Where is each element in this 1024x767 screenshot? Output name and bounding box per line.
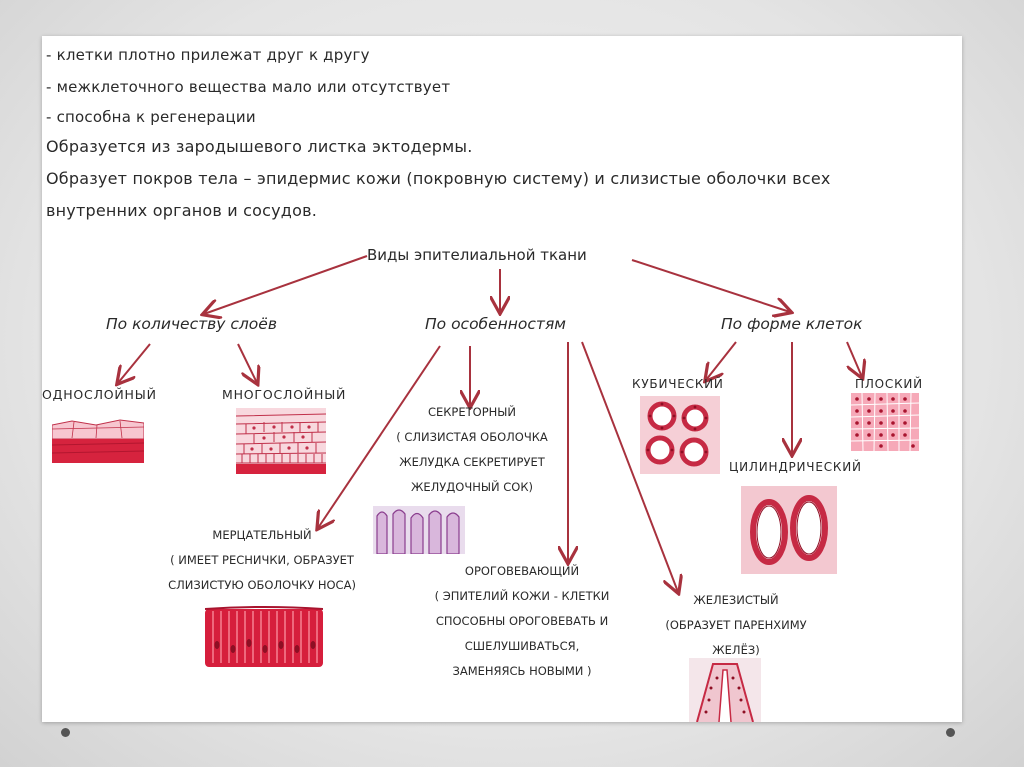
single-layer-tissue-image [52,419,144,463]
intro-line: - клетки плотно прилежат друг к другу [46,46,370,64]
glandular-tissue-image [689,658,761,722]
intro-line: - межклеточного вещества мало или отсутс… [46,78,451,96]
caption-keratinizing: ОРОГОВЕВАЮЩИЙ ( ЭПИТЕЛИЙ КОЖИ - КЛЕТКИ С… [412,559,632,684]
caption-line: ЖЕЛЁЗ) [712,643,760,657]
caption-line: ЖЕЛЕЗИСТЫЙ [693,593,779,607]
cubic-tissue-image [640,396,720,474]
slide: - клетки плотно прилежат друг к другу - … [42,36,962,722]
arrow [237,343,257,383]
caption-line: (ОБРАЗУЕТ ПАРЕНХИМУ [665,618,807,632]
corner-dot [61,728,70,737]
arrow [204,255,368,314]
diagram-arrows [42,255,962,722]
category-shape: По форме клеток [721,315,863,333]
intro-line: внутренних органов и сосудов. [46,201,317,220]
caption-line: СЕКРЕТОРНЫЙ [427,405,517,419]
multi-layer-tissue-image [236,408,326,474]
cylindric-tissue-image [741,486,837,574]
intro-line: - способна к регенерации [46,108,256,126]
caption-glandular: ЖЕЛЕЗИСТЫЙ (ОБРАЗУЕТ ПАРЕНХИМУ ЖЕЛЁЗ) [646,588,826,663]
intro-line: Образуется из зародышевого листка эктоде… [46,137,473,156]
arrow [631,259,790,312]
corner-dot [946,728,955,737]
caption-line: ( ИМЕЕТ РЕСНИЧКИ, ОБРАЗУЕТ [170,553,354,567]
arrow [846,341,862,377]
label-flat: плоский [855,377,923,391]
caption-line: ЖЕЛУДОЧНЫЙ СОК) [410,480,533,494]
secretory-tissue-image [373,506,465,554]
arrow [706,341,737,380]
caption-line: ОРОГОВЕВАЮЩИЙ [464,564,580,578]
label-cylindric: цилиндрический [729,460,862,474]
caption-line: ( ЭПИТЕЛИЙ КОЖИ - КЛЕТКИ [434,589,610,603]
caption-line: ЗАМЕНЯЯСЬ НОВЫМИ ) [452,664,592,678]
intro-line: Образует покров тела – эпидермис кожи (п… [46,169,831,188]
caption-line: МЕРЦАТЕЛЬНЫЙ [212,528,312,542]
category-features: По особенностям [425,315,566,333]
caption-ciliated: МЕРЦАТЕЛЬНЫЙ ( ИМЕЕТ РЕСНИЧКИ, ОБРАЗУЕТ … [142,523,382,598]
ciliated-tissue-image [205,606,323,667]
label-single-layer: однослойный [42,387,157,402]
root-title: Виды эпителиальной ткани [367,246,587,264]
flat-tissue-image [851,393,919,451]
label-multi-layer: многослойный [222,387,347,402]
caption-secretory: СЕКРЕТОРНЫЙ ( СЛИЗИСТАЯ ОБОЛОЧКА ЖЕЛУДКА… [382,400,562,500]
caption-line: СПОСОБНЫ ОРОГОВЕВАТЬ И [435,614,609,628]
caption-line: ЖЕЛУДКА СЕКРЕТИРУЕТ [399,455,545,469]
caption-line: СЛИЗИСТУЮ ОБОЛОЧКУ НОСА) [168,578,356,592]
arrow [318,345,441,528]
label-cubic: кубический [632,377,724,391]
caption-line: ( СЛИЗИСТАЯ ОБОЛОЧКА [396,430,548,444]
category-layers: По количеству слоёв [106,315,277,333]
caption-line: СШЕЛУШИВАТЬСЯ, [464,639,580,653]
arrow [581,341,678,592]
arrow [118,343,151,383]
